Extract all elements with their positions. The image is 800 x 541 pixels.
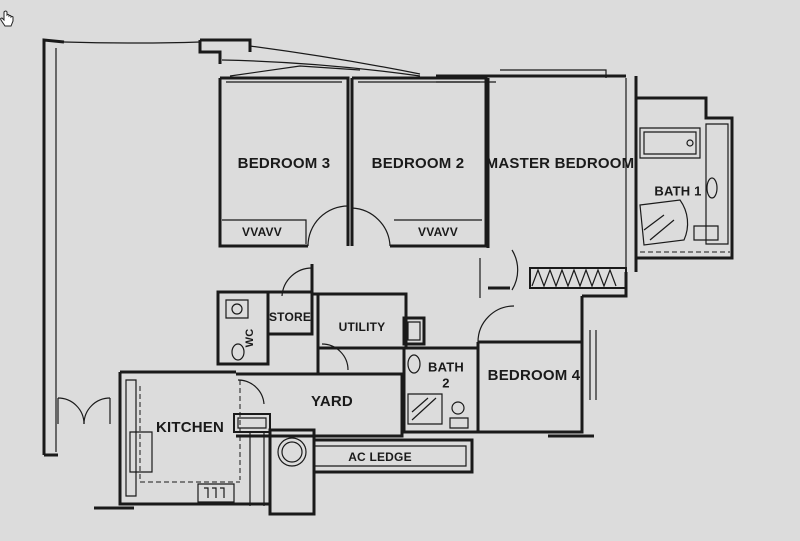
room-label-store: STORE	[269, 310, 311, 324]
bedroom-3: VVAVV BEDROOM 3	[218, 76, 350, 248]
bath-1: BATH 1	[636, 96, 734, 260]
ac-ledge: AC LEDGE	[268, 428, 474, 516]
bath-2: BATH 2	[402, 316, 480, 434]
yard: YARD	[236, 372, 404, 438]
master-bedroom: MASTER BEDROOM	[479, 78, 635, 298]
kitchen: KITCHEN	[94, 370, 271, 510]
room-label-bath-2: BATH	[428, 359, 464, 374]
room-label-kitchen: KITCHEN	[156, 419, 224, 436]
room-label-bedroom-4: BEDROOM 4	[488, 367, 581, 384]
room-label-bath-2-number: 2	[442, 375, 449, 390]
room-label-yard: YARD	[311, 393, 353, 410]
bedroom-4: BEDROOM 4	[476, 272, 628, 438]
hand-pointer-icon	[0, 10, 14, 27]
room-label-bath-1: BATH 1	[654, 183, 701, 198]
wardrobe-mark-bedroom3: VVAVV	[242, 225, 282, 239]
bedroom-2: VVAVV BEDROOM 2	[350, 76, 488, 248]
room-label-wc: WC	[244, 329, 256, 348]
room-label-bedroom-3: BEDROOM 3	[238, 155, 331, 172]
balcony-door	[57, 397, 111, 425]
room-label-ac-ledge: AC LEDGE	[348, 450, 412, 464]
room-label-bedroom-2: BEDROOM 2	[372, 155, 465, 172]
service-block: WC STORE UTILITY	[216, 264, 408, 374]
room-label-master-bedroom: MASTER BEDROOM	[486, 155, 635, 172]
wardrobe-mark-bedroom2: VVAVV	[418, 225, 458, 239]
room-label-utility: UTILITY	[339, 320, 386, 334]
